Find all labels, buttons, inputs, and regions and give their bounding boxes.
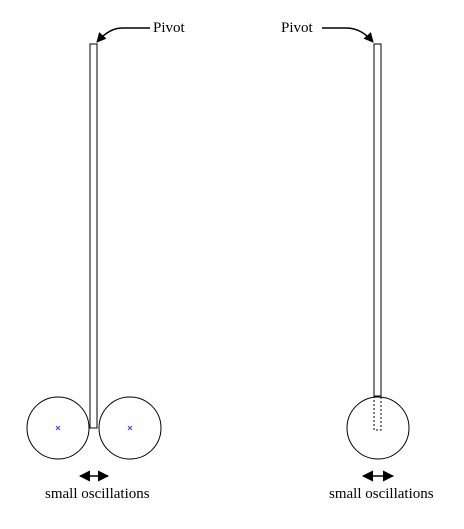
right-rod — [373, 43, 382, 397]
left-pivot-arrow — [96, 27, 150, 43]
left-pivot-label: Pivot — [153, 20, 186, 36]
right-pendulum: Pivot small oscillations — [281, 20, 434, 502]
x-mark-icon — [127, 425, 133, 431]
right-pivot-arrow — [322, 27, 374, 43]
right-rod-hidden-end — [373, 395, 382, 431]
left-rod — [89, 43, 98, 429]
right-pivot-label: Pivot — [281, 20, 314, 36]
right-caption: small oscillations — [329, 486, 434, 502]
left-disc-right — [98, 396, 162, 460]
x-mark-icon — [55, 425, 61, 431]
left-disc-left — [26, 396, 90, 460]
right-disc — [346, 396, 410, 460]
left-pendulum: Pivot small oscillations — [26, 20, 186, 502]
left-caption: small oscillations — [45, 486, 150, 502]
